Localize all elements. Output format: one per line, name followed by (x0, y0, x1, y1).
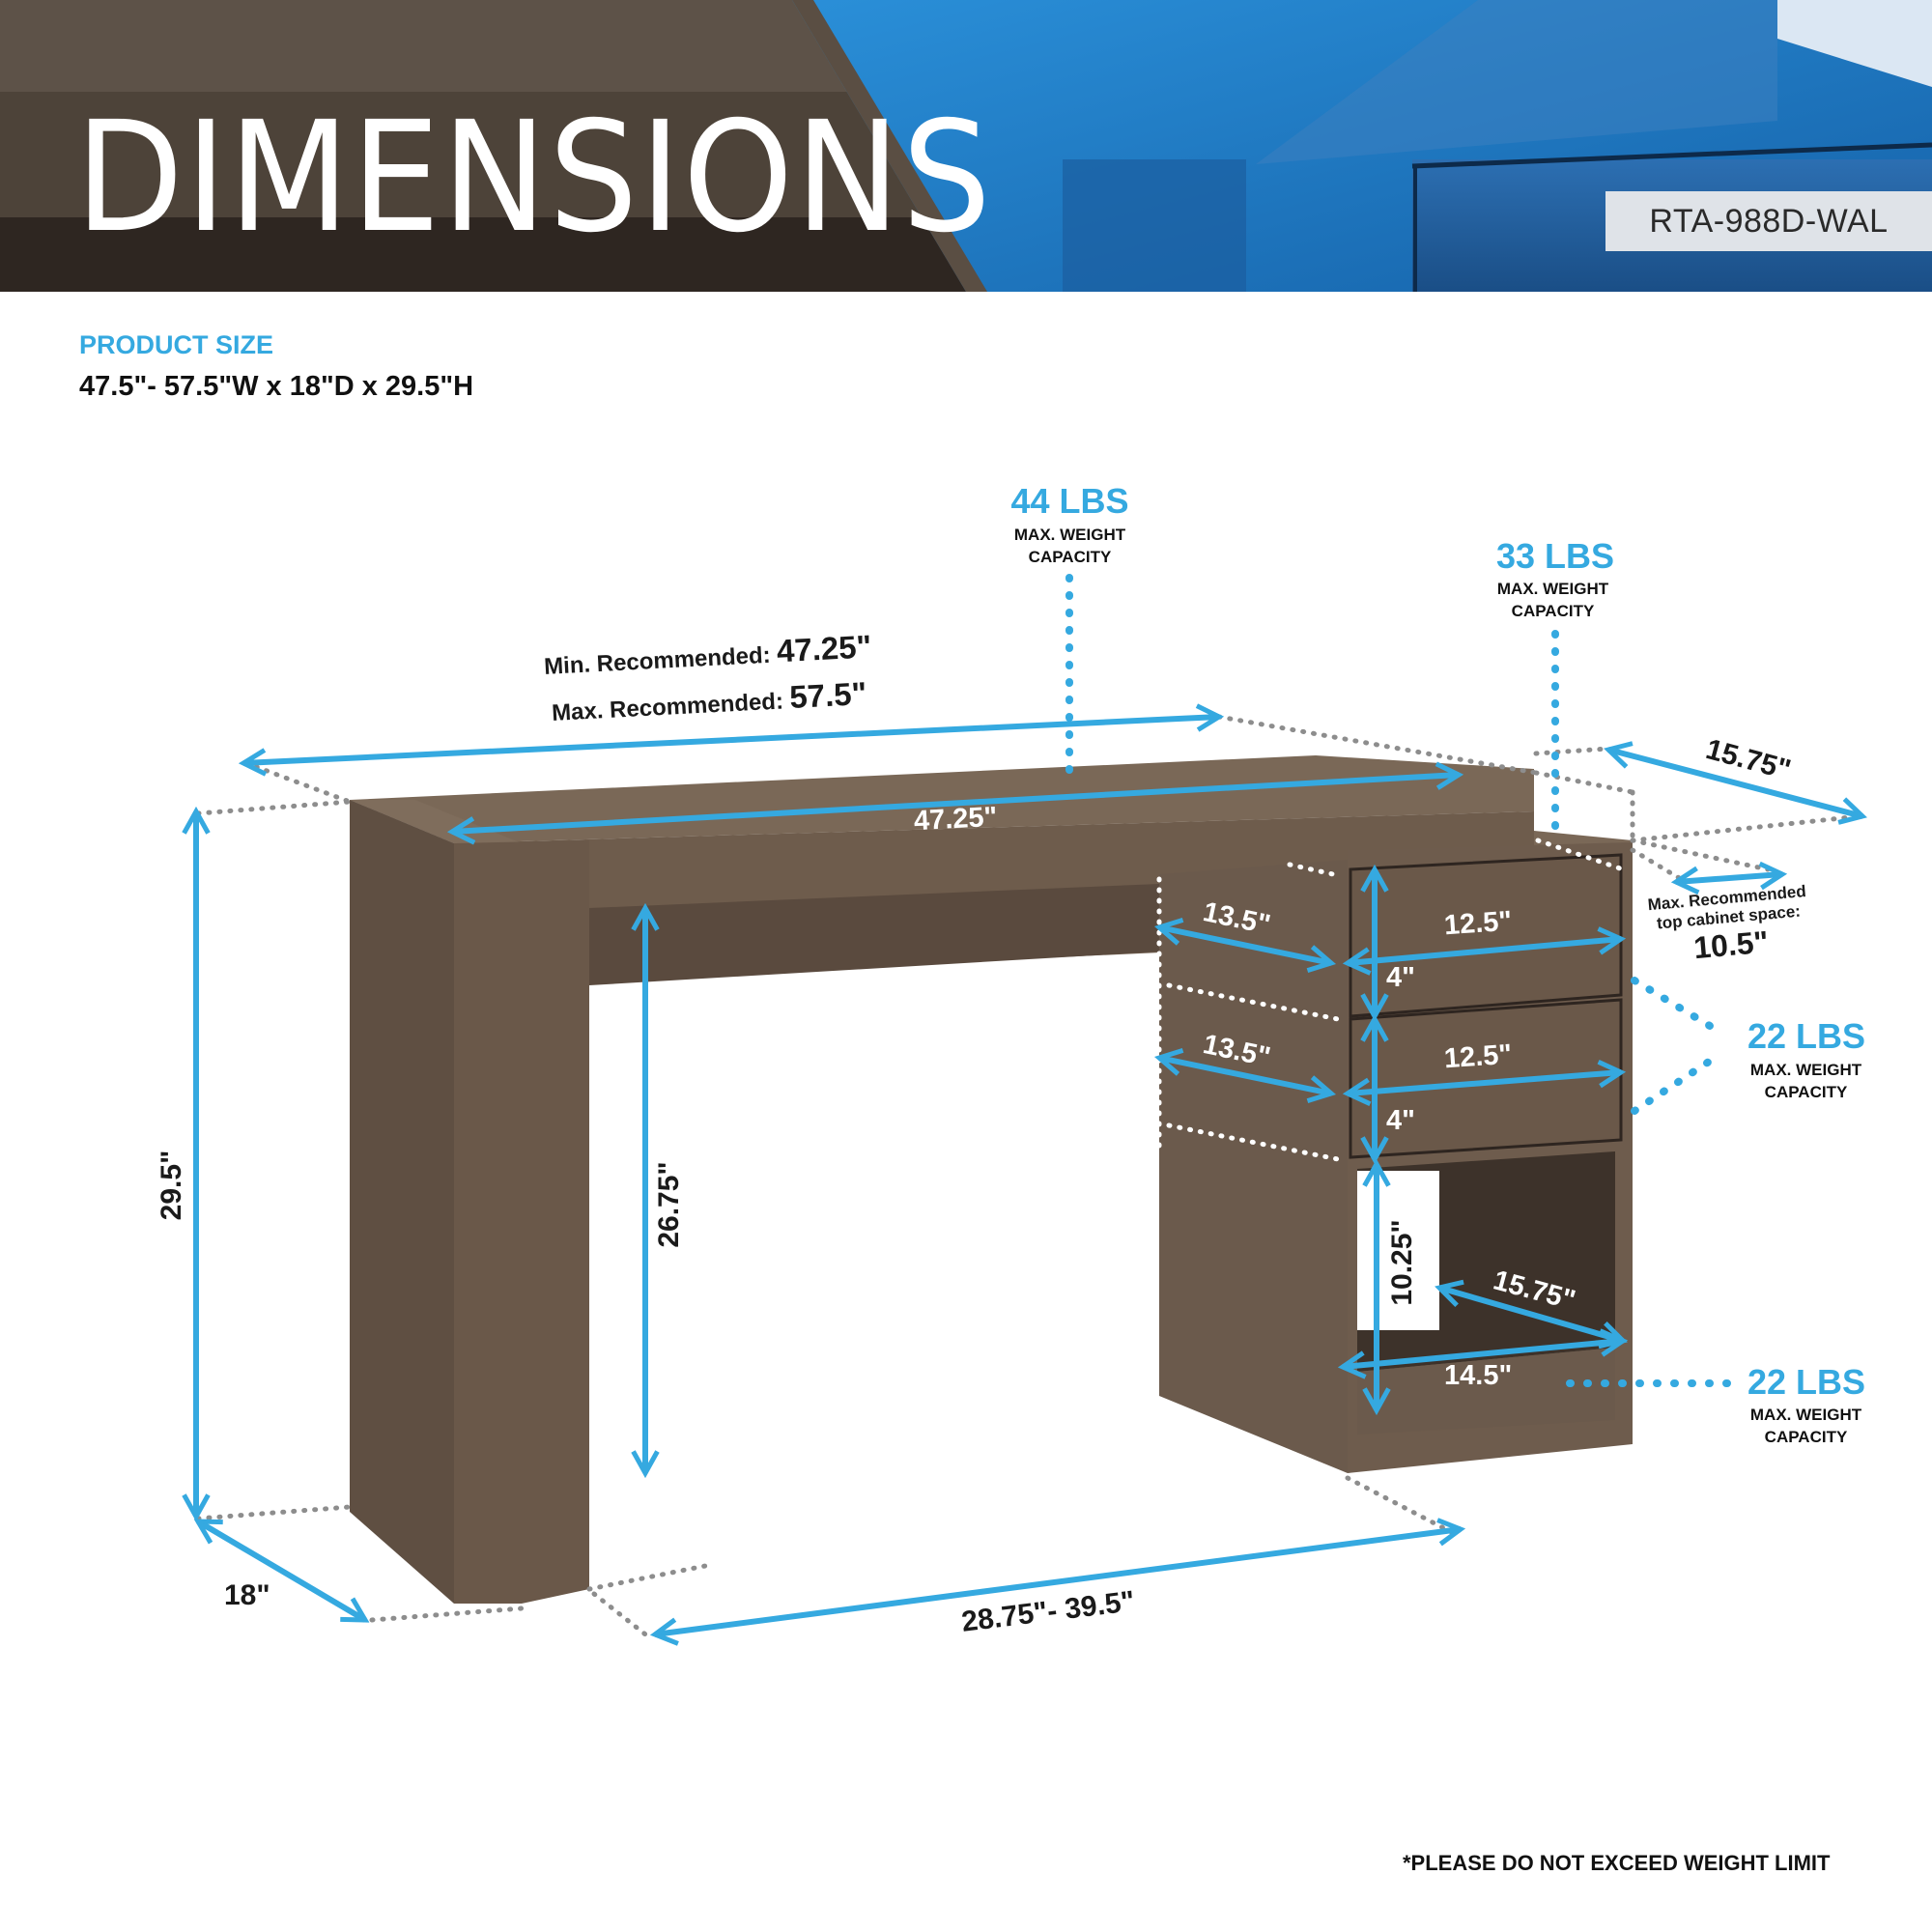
caption-line: MAX. WEIGHT (1496, 580, 1609, 598)
knee-clearance-label: 26.75" (653, 1161, 685, 1248)
max-recommended-value: 57.5" (788, 674, 868, 716)
top-cabinet-space-label: Max. Recommended top cabinet space: 10.5… (1647, 882, 1811, 969)
caption-line: MAX. WEIGHT (1749, 1061, 1862, 1079)
caption-line: MAX. WEIGHT (1013, 526, 1126, 544)
header-banner: DIMENSIONS RTA-988D-WAL (0, 0, 1932, 292)
cabinet-top-weight-value: 33 LBS (1495, 536, 1615, 576)
cabinet-top-weight-caption: MAX. WEIGHT CAPACITY (1478, 578, 1628, 622)
drawer2-width-label: 12.5" (1442, 1038, 1514, 1075)
sku-text: RTA-988D-WAL (1649, 202, 1889, 240)
overall-depth-label: 18" (224, 1579, 270, 1611)
desktop-width-label: 47.25" (913, 801, 999, 838)
caption-line: CAPACITY (1511, 602, 1595, 620)
shelf-weight-caption: MAX. WEIGHT CAPACITY (1731, 1404, 1881, 1448)
shelf-weight-value: 22 LBS (1747, 1362, 1866, 1402)
product-size-label: PRODUCT SIZE (79, 330, 274, 359)
page-title: DIMENSIONS (75, 89, 993, 267)
desk-illustration (350, 755, 1633, 1604)
desktop-weight-value: 44 LBS (1010, 481, 1129, 521)
drawer1-width-label: 12.5" (1442, 905, 1514, 942)
weight-limit-footnote: *PLEASE DO NOT EXCEED WEIGHT LIMIT (1403, 1851, 1831, 1875)
shelf-height-label: 10.25" (1386, 1219, 1418, 1306)
drawer-weight-caption: MAX. WEIGHT CAPACITY (1731, 1059, 1881, 1103)
sku-badge: RTA-988D-WAL (1605, 191, 1932, 251)
overall-height-label: 29.5" (156, 1150, 187, 1221)
caption-line: MAX. WEIGHT (1749, 1406, 1862, 1424)
desktop-weight-caption: MAX. WEIGHT CAPACITY (995, 524, 1145, 568)
caption-line: CAPACITY (1764, 1083, 1848, 1101)
product-size-value: 47.5"- 57.5"W x 18"D x 29.5"H (79, 371, 474, 402)
drawer2-height-label: 4" (1386, 1105, 1415, 1136)
min-recommended-value: 47.25" (776, 628, 873, 669)
shelf-width-label: 14.5" (1444, 1360, 1513, 1391)
drawer1-height-label: 4" (1386, 962, 1415, 993)
dimension-arrows (196, 717, 1862, 1634)
drawer-weight-value: 22 LBS (1747, 1016, 1866, 1056)
caption-line: CAPACITY (1028, 548, 1112, 566)
caption-line: CAPACITY (1764, 1428, 1848, 1446)
